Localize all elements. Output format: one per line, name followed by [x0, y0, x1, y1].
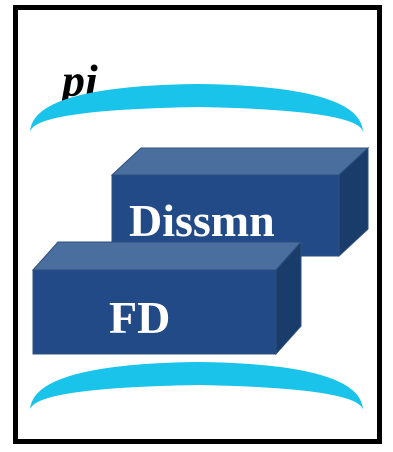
block-back-top — [110, 147, 370, 176]
block-front-front — [32, 269, 277, 355]
block-front-label: FD — [109, 292, 170, 343]
bottom-arc — [30, 362, 363, 411]
block-back: Dissmn — [110, 146, 370, 258]
top-arc — [30, 84, 363, 133]
block-front: FD — [31, 240, 303, 356]
block-back-label: Dissmn — [129, 195, 275, 246]
block-front-top — [31, 241, 303, 271]
